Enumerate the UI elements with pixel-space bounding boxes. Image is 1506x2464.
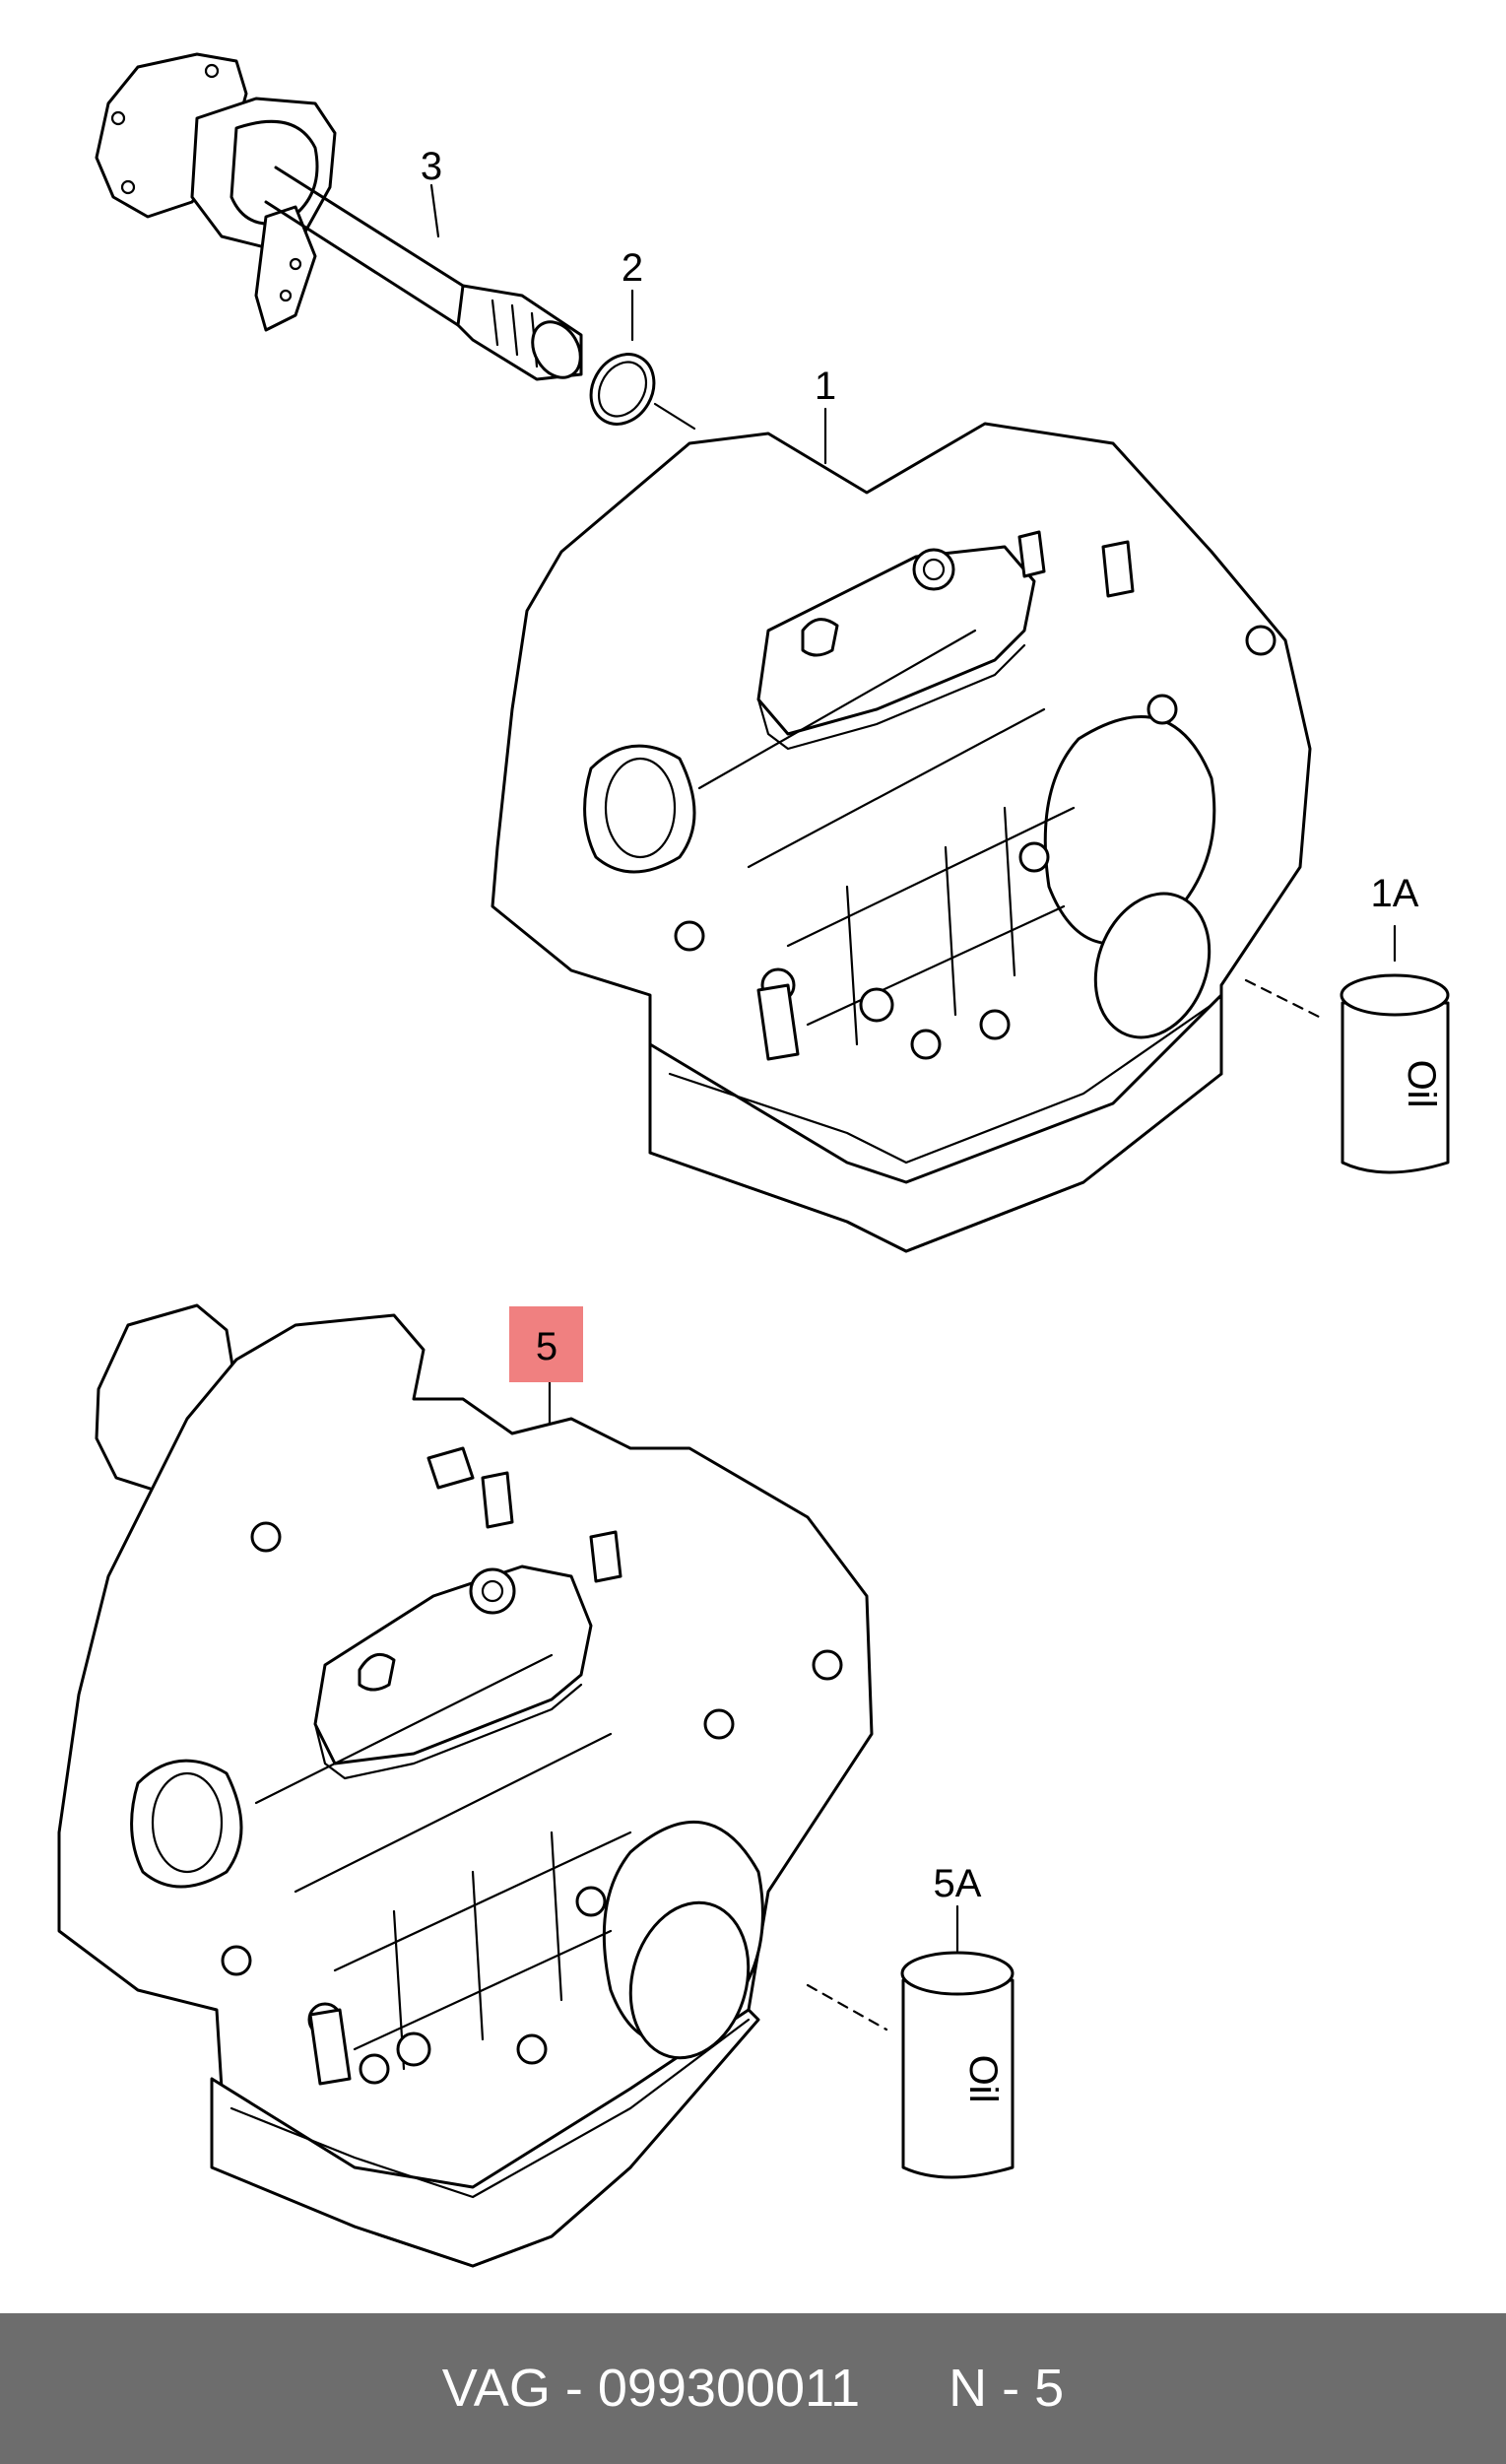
oil-can-1a-text: Oil — [1400, 1060, 1443, 1108]
shaft-axis-line — [653, 402, 696, 431]
footer-caption: VAG - 099300011 N - 5 — [0, 2313, 1506, 2464]
callout-5a[interactable]: 5A — [934, 1862, 982, 1905]
oil-can-1a-leader-dash — [1244, 978, 1327, 1022]
footer-brand: VAG — [441, 2359, 551, 2418]
footer-separator: - — [550, 2359, 598, 2418]
transmission-assembly-5 — [57, 1303, 874, 2268]
footer-bar: VAG - 099300011 N - 5 — [0, 2313, 1506, 2464]
transmission-assembly-1 — [491, 422, 1312, 1253]
drive-flange-shaft — [95, 52, 583, 381]
callout-5[interactable]: 5 — [536, 1325, 557, 1368]
callout-5-highlight — [509, 1306, 583, 1382]
footer-ref-number: 5 — [1034, 2359, 1065, 2418]
footer-part-number: 099300011 — [597, 2359, 861, 2418]
oil-can-5a-text: Oil — [961, 2055, 1005, 2103]
o-ring — [589, 353, 656, 426]
leader-3 — [429, 183, 440, 238]
oil-can-5a: Oil — [900, 1951, 1015, 2179]
callout-3[interactable]: 3 — [421, 145, 442, 188]
oil-can-5a-leader-dash — [806, 1983, 888, 2031]
footer-gap — [860, 2359, 949, 2418]
footer-ref-code: N — [949, 2359, 988, 2418]
exploded-parts-diagram: Oil Oil — [57, 52, 1450, 2268]
oil-can-1a: Oil — [1340, 973, 1450, 1174]
footer-separator-2: - — [987, 2359, 1035, 2418]
callout-2[interactable]: 2 — [622, 246, 643, 290]
callout-1a[interactable]: 1A — [1371, 872, 1419, 915]
callout-1[interactable]: 1 — [815, 365, 836, 408]
